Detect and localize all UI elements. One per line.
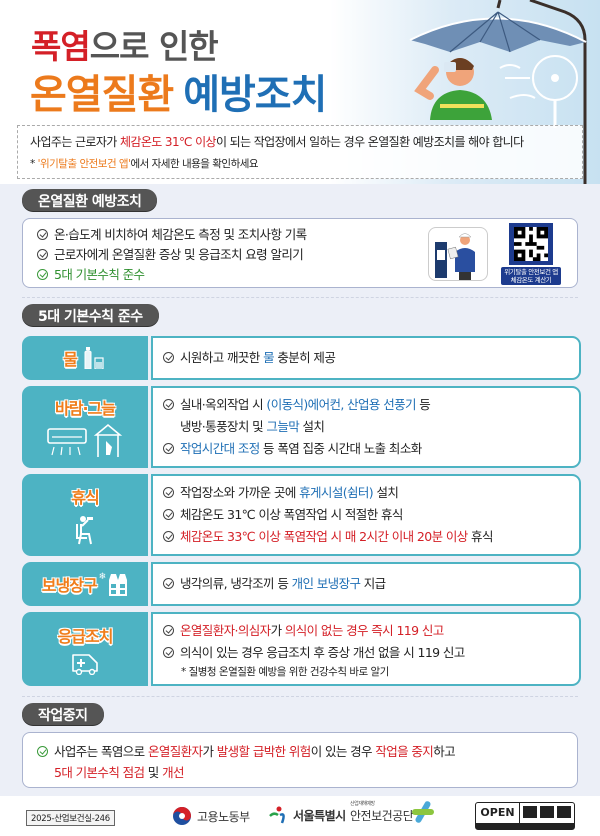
intro-line-1: 사업주는 근로자가 체감온도 31℃ 이상이 되는 작업장에서 일하는 경우 온… <box>30 135 524 149</box>
rule-label-first-aid: 응급조치 <box>22 612 148 686</box>
work-stop-line-1: 사업주는 폭염으로 온열질환자가 발생할 급박한 위험이 있는 경우 작업을 중… <box>37 741 456 762</box>
qr-code[interactable] <box>509 223 553 265</box>
rule-item: 냉방·통풍장치 및 그늘막 설치 <box>180 419 325 434</box>
rule-item: 작업시간대 조정 등 폭염 집중 시간대 노출 최소화 <box>163 438 579 460</box>
rule-body-first-aid: 온열질환자·의심자가 의식이 없는 경우 즉시 119 신고 의식이 있는 경우… <box>151 612 581 686</box>
check-circle-icon <box>163 531 174 542</box>
main-content: 온열질환 예방조치 온·습도계 비치하여 체감온도 측정 및 조치사항 기록 근… <box>0 184 600 796</box>
check-circle-icon <box>163 443 174 454</box>
check-circle-icon <box>163 646 174 658</box>
qr-code-icon <box>514 227 548 261</box>
check-circle-icon <box>37 249 48 260</box>
rule-body-wind-shade: 실내·옥외작업 시 (이동식)에어컨, 산업용 선풍기 등 냉방·통풍장치 및 … <box>151 386 581 468</box>
rule-item: 체감온도 33℃ 이상 폭염작업 시 매 2시간 이내 20분 이상 휴식 <box>163 526 579 548</box>
cooling-vest-icon <box>109 574 128 596</box>
rule-item: 온열질환자·의심자가 의식이 없는 경우 즉시 119 신고 <box>163 620 579 642</box>
no-derivatives-icon <box>557 806 571 818</box>
rule-item: 의식이 있는 경우 응급조치 후 증상 개선 없을 시 119 신고 <box>163 642 579 664</box>
check-circle-icon <box>163 399 174 410</box>
check-circle-icon <box>163 509 174 520</box>
worker-tablet-illustration <box>428 227 488 281</box>
rule-body-rest: 작업장소와 가까운 곳에 휴게시설(쉼터) 설치 체감온도 31℃ 이상 폭염작… <box>151 474 581 556</box>
aircon-tent-icon <box>47 423 123 457</box>
kosha-cross-icon <box>412 801 434 823</box>
logo-kosha: 산업재해예방 안전보건공단 <box>350 801 414 823</box>
taegeuk-icon <box>173 807 191 825</box>
check-circle-icon <box>163 578 174 589</box>
section-title-prevention: 온열질환 예방조치 <box>22 189 158 211</box>
intro-line-2: * '위기탈출 안전보건 앱'에서 자세한 내용을 확인하세요 <box>30 158 259 170</box>
ambulance-icon <box>72 654 98 675</box>
rule-label-rest: 휴식 <box>22 474 148 556</box>
rule-item: 실내·옥외작업 시 (이동식)에어컨, 산업용 선풍기 등 <box>163 394 579 416</box>
logo-moel: 고용노동부 <box>172 806 250 826</box>
worker-umbrella-fan-illustration <box>409 0 587 184</box>
rule-body-water: 시원하고 깨끗한 물 충분히 제공 <box>151 336 581 380</box>
check-circle-icon <box>37 229 48 240</box>
rule-item: 시원하고 깨끗한 물 충분히 제공 <box>163 347 579 369</box>
work-stop-box: 사업주는 폭염으로 온열질환자가 발생할 급박한 위험이 있는 경우 작업을 중… <box>22 732 578 788</box>
prevention-item: 온·습도계 비치하여 체감온도 측정 및 조치사항 기록 <box>37 225 307 245</box>
document-code: 2025-산업보건실-246 <box>26 810 115 826</box>
rule-label-water: 물 <box>22 336 148 380</box>
check-circle-icon <box>163 487 174 498</box>
resting-person-icon <box>76 516 93 545</box>
rule-label-wind-shade: 바람·그늘 <box>22 386 148 468</box>
title-line-1: 폭염으로 인한 <box>31 27 219 66</box>
open-license-badge: OPEN <box>475 802 575 830</box>
license-icons <box>520 803 574 829</box>
footer: 2025-산업보건실-246 고용노동부 서울특별시 산업재해예방 안전보건공단… <box>0 796 600 836</box>
prevention-item: 근로자에게 온열질환 증상 및 응급조치 요령 알리기 <box>37 245 307 265</box>
snowflake-icon: ❄ <box>98 572 107 582</box>
worker-measuring-icon <box>435 233 475 280</box>
section-title-work-stop: 작업중지 <box>22 703 104 725</box>
rule-body-cooling-gear: 냉각의류, 냉각조끼 등 개인 보냉장구 지급 <box>151 562 581 606</box>
water-bottle-cup-icon <box>84 347 104 369</box>
noncommercial-icon <box>540 806 554 818</box>
divider <box>22 297 578 298</box>
qr-code-block[interactable]: 위기탈출 안전보건 앱 체감온도 계산기 <box>501 223 561 285</box>
check-circle-icon <box>37 746 48 757</box>
qr-caption: 위기탈출 안전보건 앱 체감온도 계산기 <box>501 267 561 285</box>
prevention-item: 5대 기본수칙 준수 <box>37 265 307 285</box>
check-circle-icon <box>163 352 174 363</box>
check-circle-icon <box>37 269 48 280</box>
divider <box>22 696 578 697</box>
work-stop-line-2: 5대 기본수칙 점검 및 개선 <box>54 765 184 780</box>
rule-item: 체감온도 31℃ 이상 폭염작업 시 적절한 휴식 <box>163 504 579 526</box>
rule-label-cooling-gear: 보냉장구 ❄ <box>22 562 148 606</box>
check-circle-icon <box>163 624 174 636</box>
health-guide-link[interactable]: * 질병청 온열질환 예방을 위한 건강수칙 바로 알기 <box>181 665 389 678</box>
attribution-icon <box>523 806 537 818</box>
logo-seoul: 서울특별시 <box>268 806 346 824</box>
rule-item: 작업장소와 가까운 곳에 휴게시설(쉼터) 설치 <box>163 482 579 504</box>
seoul-logo-icon <box>269 806 285 824</box>
section-title-rules: 5대 기본수칙 준수 <box>22 304 159 326</box>
prevention-box: 온·습도계 비치하여 체감온도 측정 및 조치사항 기록 근로자에게 온열질환 … <box>22 218 578 288</box>
rule-item: 냉각의류, 냉각조끼 등 개인 보냉장구 지급 <box>163 573 579 595</box>
intro-notice-box: 사업주는 근로자가 체감온도 31℃ 이상이 되는 작업장에서 일하는 경우 온… <box>17 125 583 179</box>
license-strip <box>476 823 574 829</box>
